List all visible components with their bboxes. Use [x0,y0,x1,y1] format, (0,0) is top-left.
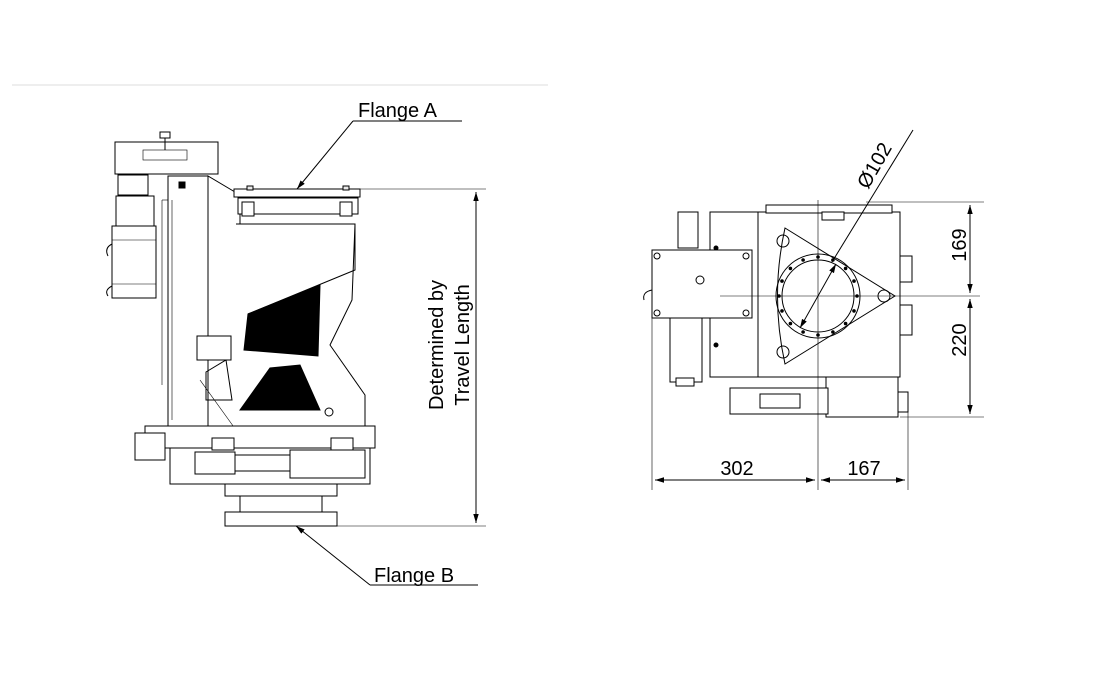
bolt-hole [843,321,848,326]
travel-length-label-line2: Travel Length [452,284,474,406]
bolt-hole [788,266,793,271]
top-motor-housing [114,141,219,175]
bolt-hole [852,309,856,313]
dimension-169: 169 [949,228,971,261]
side-view [106,131,376,527]
bolt-hole [780,279,784,283]
bolt-hole [843,266,848,271]
bolt-hole [780,309,784,313]
flange-b-callout: Flange B [295,525,478,587]
travel-length-dimension: Determined by Travel Length [337,188,486,527]
flange-a-callout: Flange A [296,100,462,190]
flange-b-plate [224,511,338,527]
bolt-hole [801,258,805,262]
bolt-hole [801,330,805,334]
bolt-hole [788,321,793,326]
port-bolt-holes [777,255,859,337]
bolt-hole [852,279,856,283]
horizontal-dimensions: 302 167 [651,318,909,490]
black-cutout-lower [239,364,321,411]
dimension-167: 167 [847,458,880,480]
flange-b-label: Flange B [374,565,454,587]
bolt-hole [831,330,835,334]
flange-a-label: Flange A [358,100,438,122]
travel-length-label-line1: Determined by [426,280,448,410]
main-column [167,175,209,427]
dimension-220: 220 [949,323,971,356]
top-view [643,204,913,418]
diameter-label: Ø102 [853,139,897,192]
dimension-302: 302 [720,458,753,480]
black-cutout-upper [243,284,321,357]
vertical-dimensions: 169 220 [866,201,984,418]
